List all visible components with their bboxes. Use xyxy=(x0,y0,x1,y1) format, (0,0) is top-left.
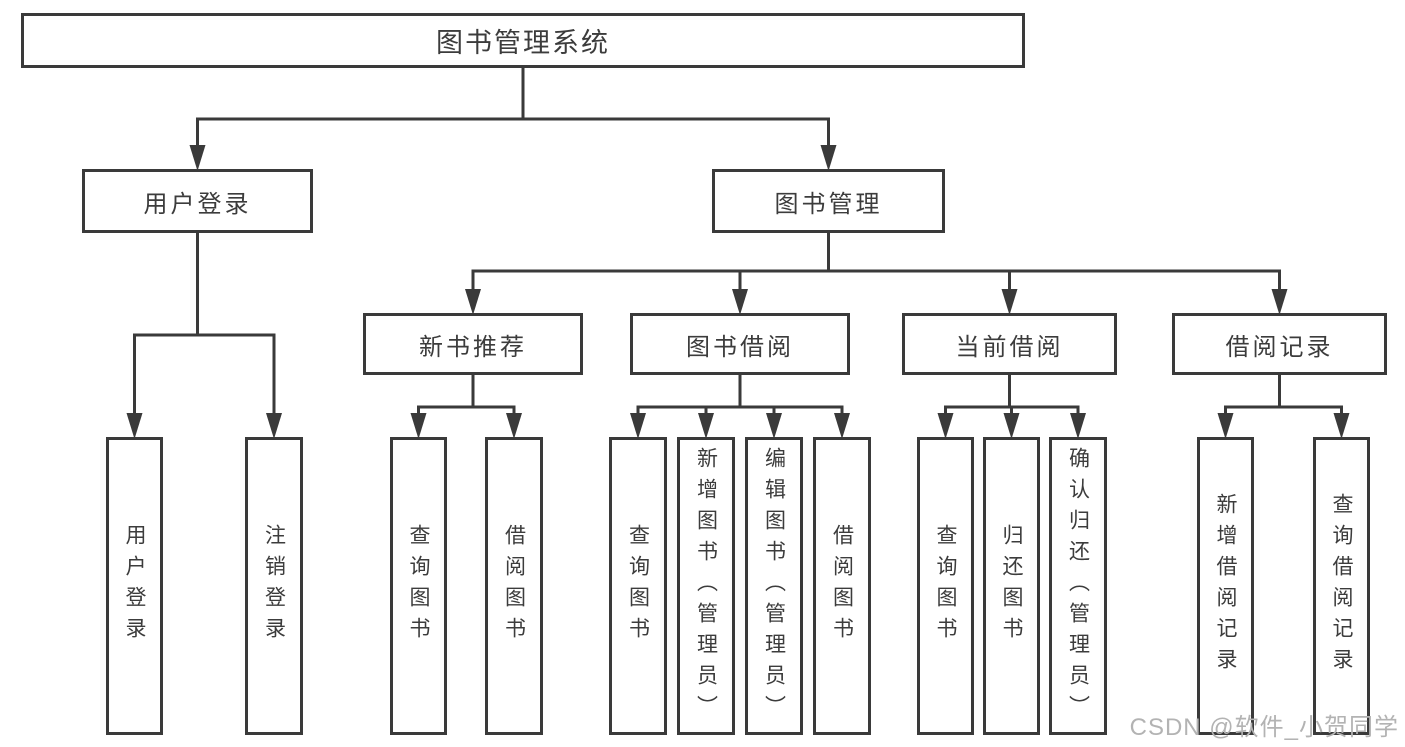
leaf-borrowing-borrow: 借阅图书 xyxy=(813,437,871,735)
node-borrowing-records: 借阅记录 xyxy=(1172,313,1387,375)
node-book-management: 图书管理 xyxy=(712,169,945,233)
leaf-borrowing-edit-admin: 编辑图书（管理员） xyxy=(745,437,803,735)
leaf-current-return: 归还图书 xyxy=(983,437,1040,735)
leaf-current-query: 查询图书 xyxy=(917,437,974,735)
leaf-newbooks-query: 查询图书 xyxy=(390,437,447,735)
leaf-user-login: 用户登录 xyxy=(106,437,163,735)
csdn-watermark: CSDN @软件_小贺同学 xyxy=(1129,714,1399,741)
node-current-borrowing: 当前借阅 xyxy=(902,313,1117,375)
node-root: 图书管理系统 xyxy=(21,13,1025,68)
node-book-borrowing: 图书借阅 xyxy=(630,313,850,375)
leaf-borrowing-query: 查询图书 xyxy=(609,437,667,735)
leaf-records-add: 新增借阅记录 xyxy=(1197,437,1254,735)
leaf-records-query: 查询借阅记录 xyxy=(1313,437,1370,735)
node-user-login: 用户登录 xyxy=(82,169,313,233)
leaf-logout: 注销登录 xyxy=(245,437,303,735)
leaf-current-confirm-return-admin: 确认归还（管理员） xyxy=(1049,437,1107,735)
leaf-borrowing-add-admin: 新增图书（管理员） xyxy=(677,437,735,735)
leaf-newbooks-borrow: 借阅图书 xyxy=(485,437,543,735)
node-new-book-recommend: 新书推荐 xyxy=(363,313,583,375)
